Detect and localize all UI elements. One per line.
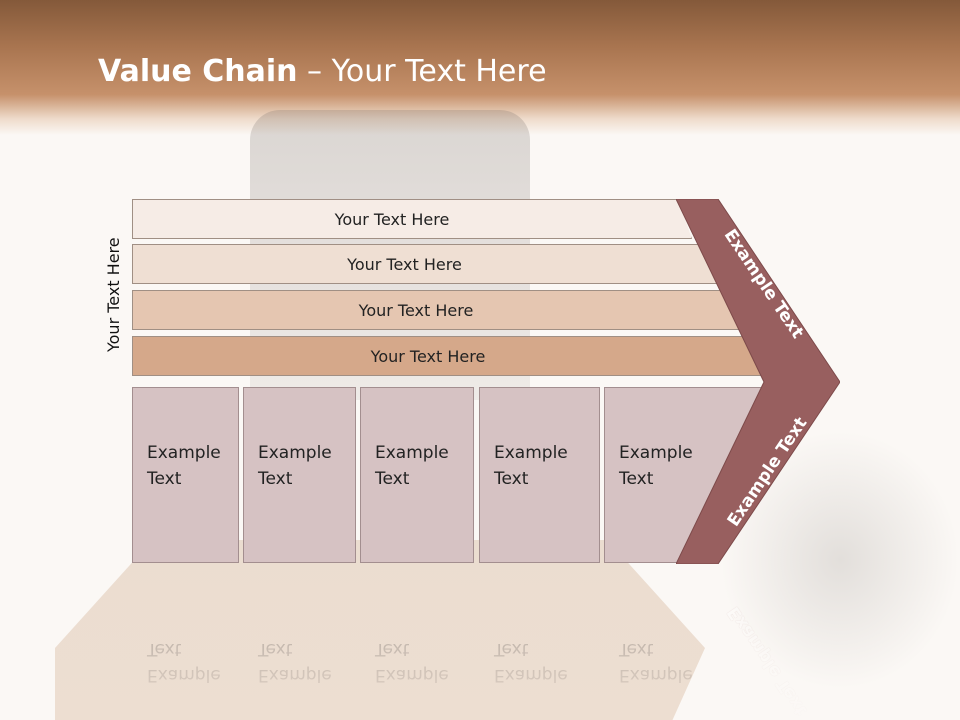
- reflection-column-5-line2: Text: [619, 639, 654, 659]
- reflection-column-2: Example Text: [243, 565, 356, 720]
- title-rest: – Your Text Here: [297, 54, 547, 89]
- reflection-column-4-line2: Text: [494, 639, 529, 659]
- column-2-line2: Text: [258, 469, 293, 489]
- column-3: Example Text: [360, 387, 474, 563]
- reflection-column-4-line1: Example: [494, 665, 568, 685]
- reflection-column-3-line2: Text: [375, 639, 410, 659]
- reflection-column-2-line2: Text: [258, 639, 293, 659]
- slide-title: Value Chain – Your Text Here: [98, 54, 547, 89]
- bar-4-label: Your Text Here: [370, 346, 486, 366]
- reflection: Example Text Example Text Example Text E…: [0, 564, 960, 720]
- reflection-column-3-line1: Example: [375, 665, 449, 685]
- vertical-label: Your Text Here: [104, 237, 123, 352]
- column-3-line1: Example: [375, 443, 449, 463]
- column-1-line2: Text: [147, 469, 182, 489]
- bar-4: Your Text Here: [132, 336, 764, 376]
- column-2-line1: Example: [258, 443, 332, 463]
- column-5-line1: Example: [619, 443, 693, 463]
- reflection-column-1-line2: Text: [147, 639, 182, 659]
- reflection-column-5: Example Text: [604, 565, 724, 720]
- reflection-column-1: Example Text: [132, 565, 239, 720]
- bar-2: Your Text Here: [132, 244, 717, 284]
- column-2: Example Text: [243, 387, 356, 563]
- bar-1-label: Your Text Here: [334, 209, 450, 229]
- reflection-chevron-text: Example Text: [723, 602, 812, 720]
- column-1-line1: Example: [147, 443, 221, 463]
- column-5-line2: Text: [619, 469, 654, 489]
- reflection-column-1-line1: Example: [147, 665, 221, 685]
- bar-3-label: Your Text Here: [358, 300, 474, 320]
- column-3-line2: Text: [375, 469, 410, 489]
- chevron-arrow: [676, 199, 840, 564]
- column-4-line2: Text: [494, 469, 529, 489]
- bar-3: Your Text Here: [132, 290, 740, 330]
- bar-1: Your Text Here: [132, 199, 692, 239]
- reflection-inner: Example Text Example Text Example Text E…: [0, 564, 960, 720]
- reflection-column-2-line1: Example: [258, 665, 332, 685]
- reflection-column-5-line1: Example: [619, 665, 693, 685]
- reflection-column-4: Example Text: [479, 565, 600, 720]
- column-4: Example Text: [479, 387, 600, 563]
- column-1: Example Text: [132, 387, 239, 563]
- title-bold: Value Chain: [98, 54, 298, 89]
- bar-2-label: Your Text Here: [347, 254, 462, 274]
- reflection-column-3: Example Text: [360, 565, 474, 720]
- header-band: [0, 0, 960, 135]
- chevron-shape: [676, 199, 840, 564]
- column-4-line1: Example: [494, 443, 568, 463]
- background-box: [55, 540, 705, 720]
